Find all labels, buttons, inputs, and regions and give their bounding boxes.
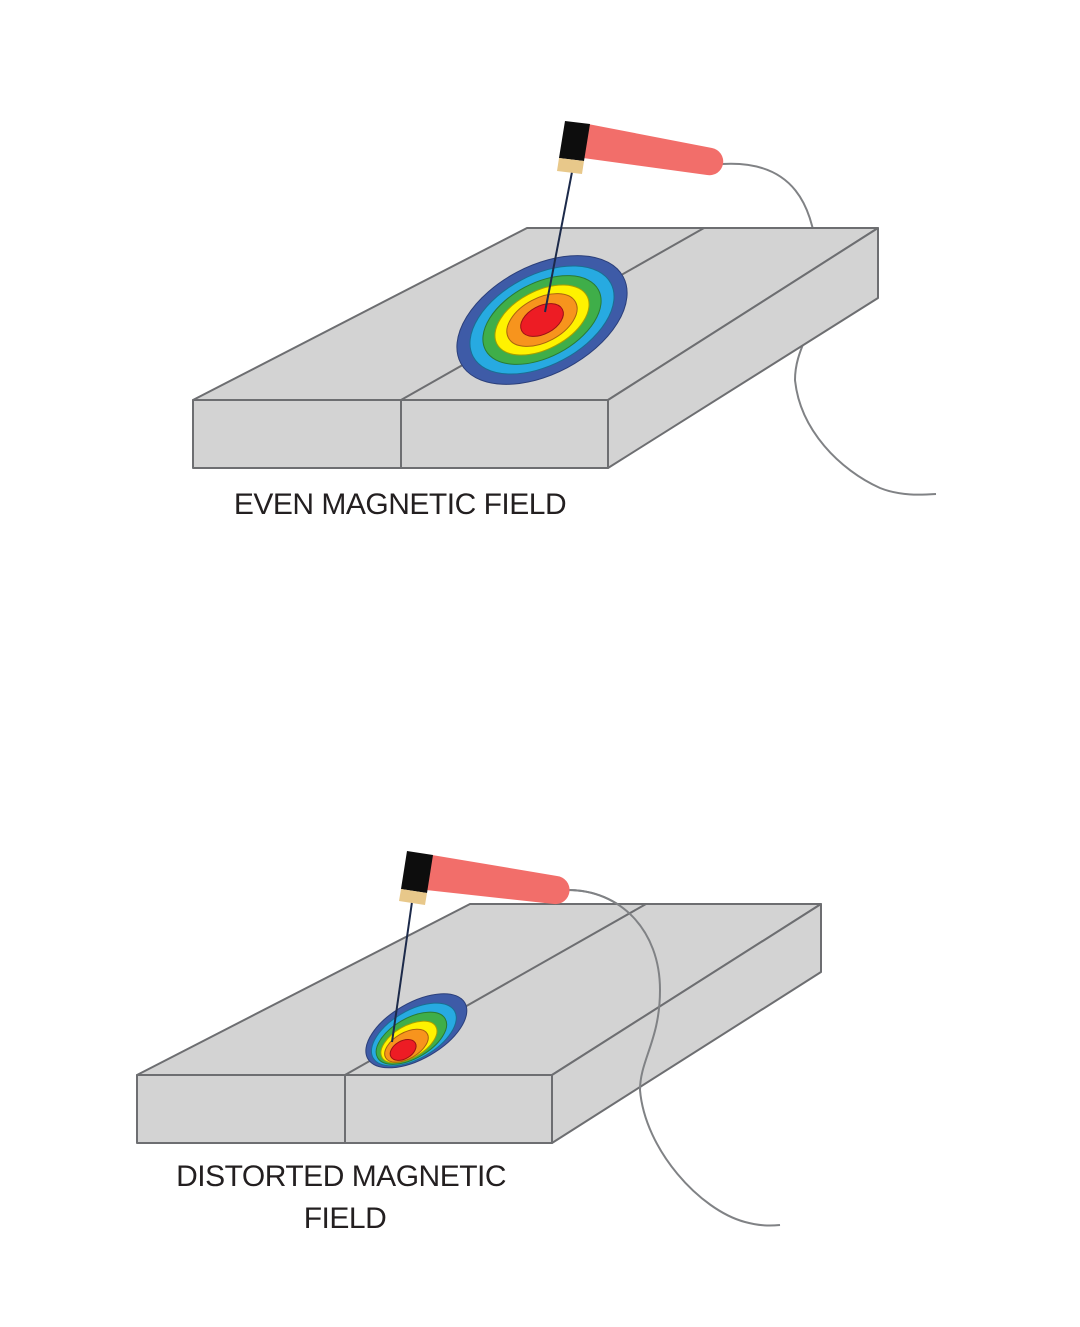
- probe-cable-over-plate: [567, 889, 662, 1091]
- field-ring-center: [389, 1038, 417, 1061]
- eddy-current-probe-icon: [391, 851, 570, 1043]
- caption-distorted: DISTORTED MAGNETIC FIELD: [176, 1160, 514, 1235]
- probe-handle: [583, 124, 724, 176]
- probe-tip: [399, 889, 427, 905]
- probe-tip: [557, 158, 584, 174]
- probe-head: [559, 121, 590, 161]
- probe-wire: [544, 171, 573, 313]
- probe-cable: [721, 162, 937, 496]
- plate-side-face: [551, 903, 822, 1144]
- probe-head: [401, 851, 433, 893]
- panel-even: EVEN MAGNETIC FIELD: [192, 121, 937, 521]
- eddy-current-probe-icon: [544, 121, 724, 313]
- probe-handle: [426, 855, 570, 905]
- panel-distorted: DISTORTED MAGNETIC FIELD: [136, 851, 822, 1235]
- probe-wire: [391, 901, 413, 1043]
- plate-side-face: [607, 227, 879, 469]
- caption-even: EVEN MAGNETIC FIELD: [234, 488, 566, 521]
- field-ring-center: [520, 303, 564, 337]
- field-rings-even: [456, 255, 628, 385]
- welded-plate: [136, 903, 822, 1144]
- field-rings-distorted: [365, 993, 468, 1069]
